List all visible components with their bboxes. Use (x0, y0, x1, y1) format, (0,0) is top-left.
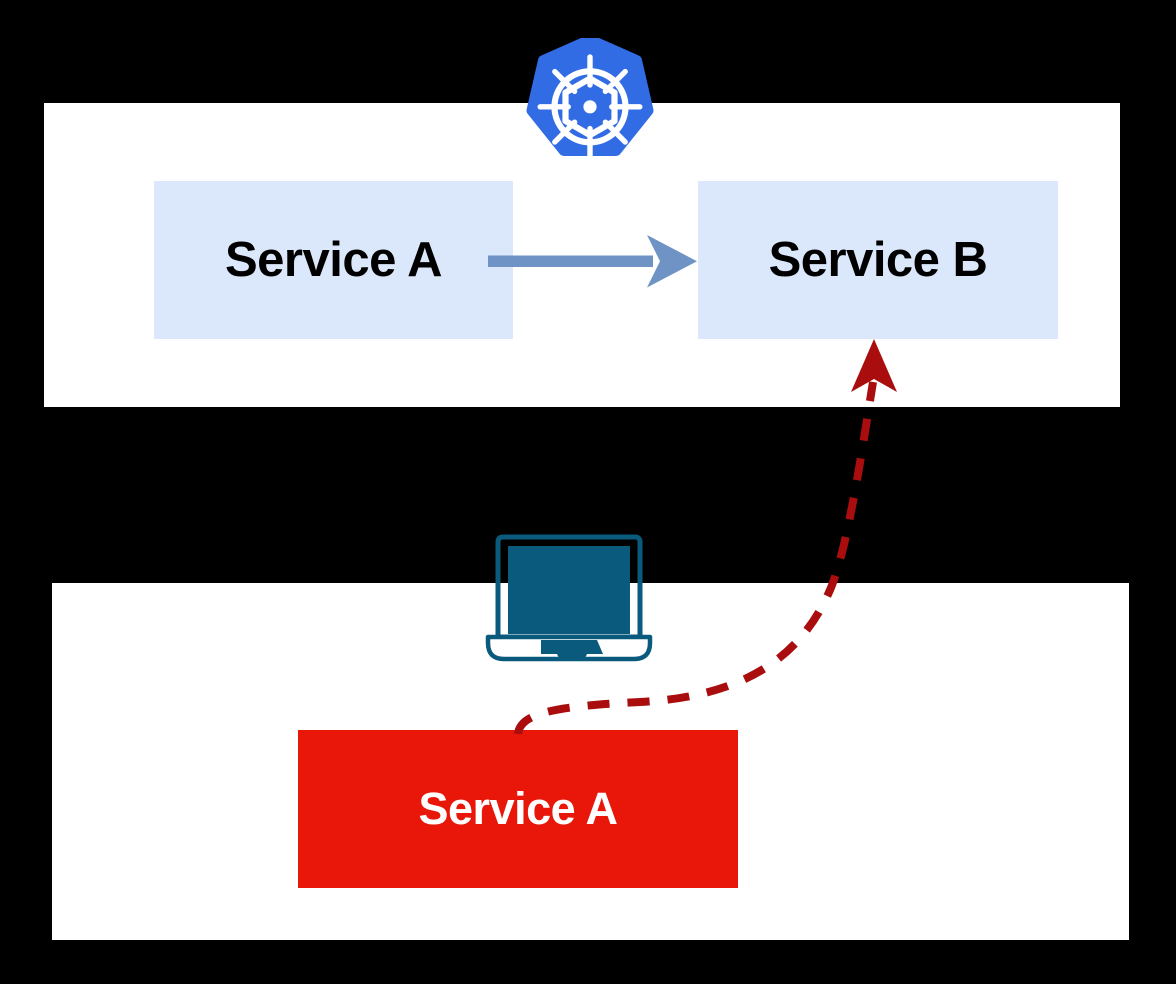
service-a-local-label: Service A (418, 783, 618, 834)
service-b-cluster-label: Service B (768, 233, 988, 287)
service-a-cluster-label: Service A (224, 233, 443, 287)
laptop-icon (476, 532, 662, 666)
kubernetes-logo (525, 34, 655, 163)
service-box-b-cluster[interactable]: Service B (698, 181, 1058, 339)
service-a-to-service-b-arrow (488, 235, 697, 288)
service-box-a-cluster[interactable]: Service A (154, 181, 513, 339)
service-box-a-local[interactable]: Service A (298, 730, 738, 888)
